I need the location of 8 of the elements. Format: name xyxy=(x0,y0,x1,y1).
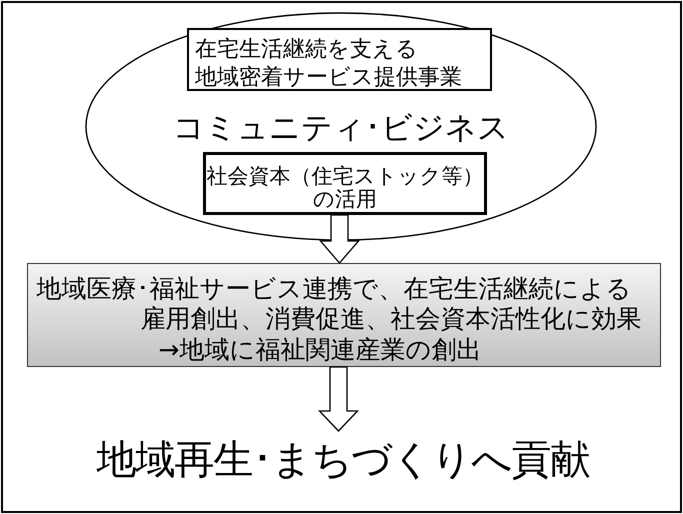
block-arrow xyxy=(319,214,360,264)
shaded-panel xyxy=(27,263,661,367)
panel-note: →地域に福祉関連産業の創出 xyxy=(158,334,482,364)
block-arrow xyxy=(318,366,360,432)
panel-text: 地域医療･福祉サービス連携で、在宅生活継続による雇用創出、消費促進、社会資本活性化に効果 xyxy=(36,274,642,334)
text-box: 社会資本（住宅ストック等）の活用 xyxy=(203,152,487,215)
ellipse-label: コミュニティ･ビジネス xyxy=(173,110,509,146)
conclusion-text: 地域再生･まちづくりへ貢献 xyxy=(96,431,590,489)
